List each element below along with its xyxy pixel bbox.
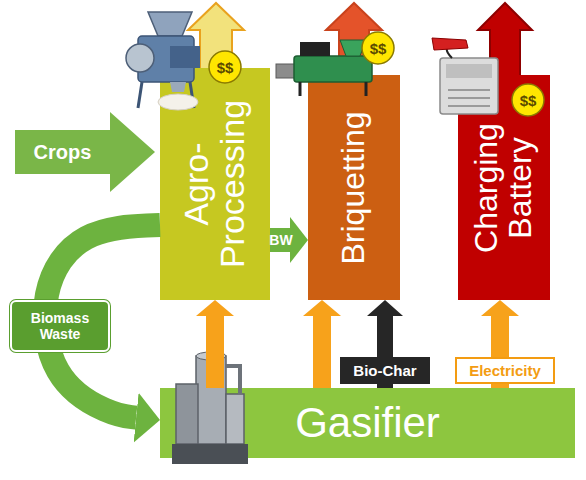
process-column: Briquetting [308,75,400,300]
charger-vent [448,89,490,91]
press-leg [365,82,368,96]
edge-label: Biomass Waste [10,300,110,352]
node-label: Briquetting [337,80,371,295]
arrow-shape [15,112,155,192]
node-label: Gasifier [160,388,575,458]
grinder-motor [170,46,200,68]
press-tube [276,64,296,78]
flow-arrow [206,316,224,388]
grinder-spout [170,82,186,92]
grinder-body [138,36,194,82]
node-label: $$ [208,50,242,84]
edge-label: Bio-Char [340,357,430,384]
grinder-wheel [126,44,154,72]
node-label: Crops [15,130,110,174]
output-arrow [478,3,532,79]
coin-shape [209,51,241,83]
coin-shape [512,84,544,116]
gasifier-cap [196,352,226,360]
flour-pile [158,94,198,110]
press-hopper [340,40,366,56]
node-label: $$ [511,83,545,117]
gasifier-cylinder [176,384,198,444]
gasifier-pipe [226,366,240,394]
money-badge: $$ [361,31,395,65]
edge-label: Electricity [455,357,555,384]
grinder-hopper [148,12,192,36]
press-leg [299,82,302,96]
node-label: $$ [361,31,395,65]
process-column: Charging Battery$$ [458,75,550,300]
charger-panel [446,64,492,78]
coin-shape [362,32,394,64]
charger-vent [448,105,490,107]
gasifier-base [172,444,248,464]
money-badge: $$ [208,50,242,84]
gasifier-box: Gasifier [160,388,575,458]
press-motor [300,42,330,56]
gasifier-filter [226,394,244,444]
charger-clip [432,38,468,50]
charger-cable [447,46,452,58]
flow-arrow [313,316,331,388]
node-label: Agro-Processing [179,77,250,292]
charger-body [440,58,498,114]
input-arrow: Crops [15,112,155,192]
edge-label: BW [266,229,296,251]
gasifier-reactor [196,356,226,444]
grinder-leg [190,82,194,108]
grinder-leg [138,82,142,108]
charger-vent [448,97,490,99]
money-badge: $$ [511,83,545,117]
process-column: Agro-Processing [160,68,270,300]
press-body [294,56,372,82]
